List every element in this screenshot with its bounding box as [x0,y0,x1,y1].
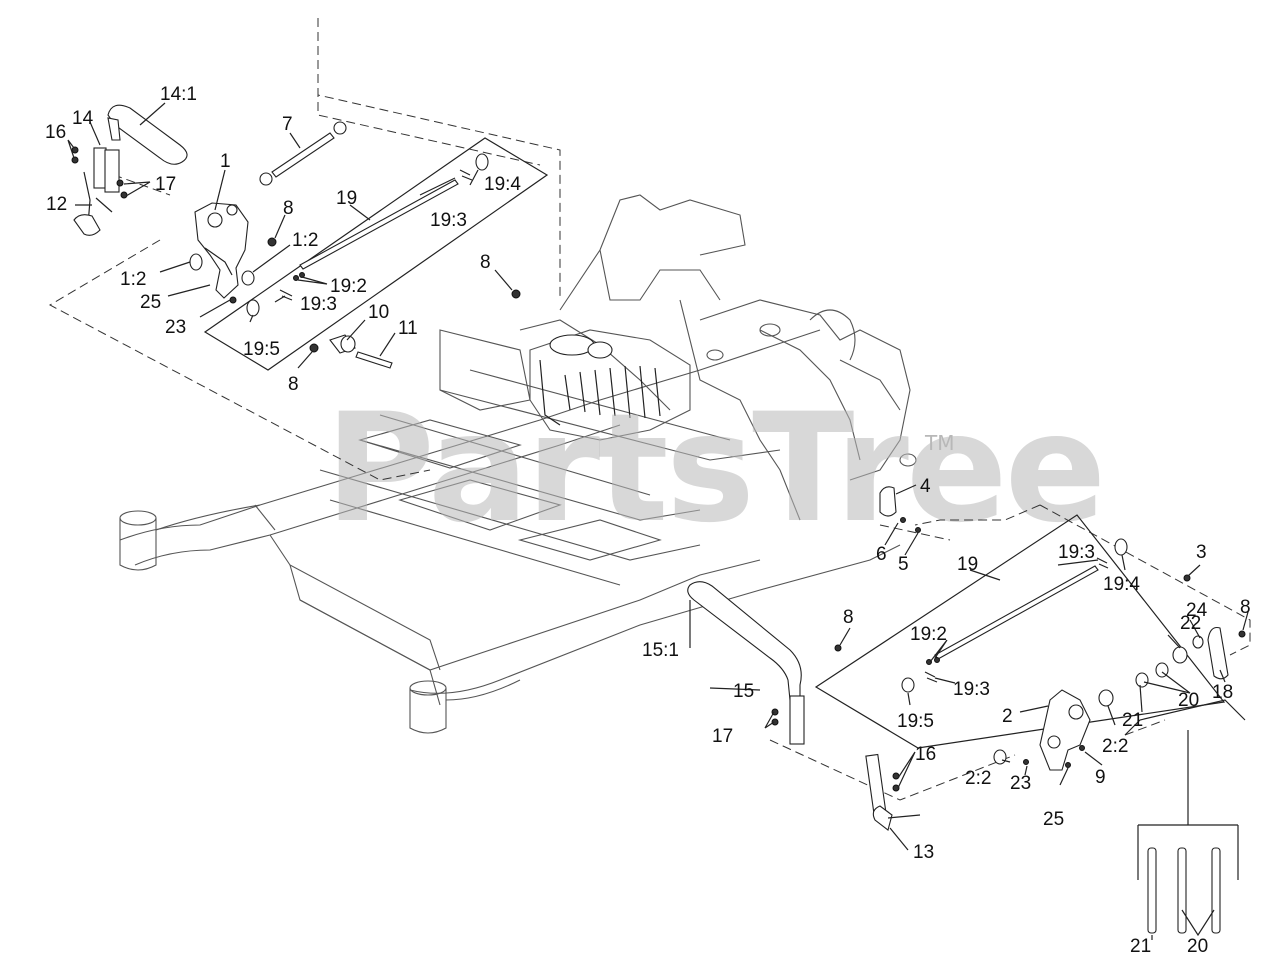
callout-10: 10 [368,302,389,323]
callout-19-upper: 19 [336,188,357,209]
washer-stack [834,626,1246,688]
callout-19-lower: 19 [957,554,978,575]
callout-8-a: 8 [283,198,294,219]
callout-15-1: 15:1 [642,640,679,661]
callout-8-c: 8 [288,374,299,395]
callout-1-2-right: 1:2 [292,230,318,251]
callout-16-lower: 16 [915,744,936,765]
callout-22: 22 [1180,613,1201,634]
callout-9: 9 [1095,767,1106,788]
callout-19-4-upper: 19:4 [484,174,521,195]
callout-25-lower: 25 [1043,809,1064,830]
lever-arm [865,753,921,831]
callout-15: 15 [733,681,754,702]
control-lever-right [687,581,805,745]
callout-14-1: 14:1 [160,84,197,105]
callout-23-lower: 23 [1010,773,1031,794]
callout-8-b: 8 [480,252,491,273]
upper-link-rod [246,153,489,317]
callout-19-5-upper: 19:5 [243,339,280,360]
callout-2: 2 [1002,706,1013,727]
callout-18: 18 [1212,682,1233,703]
callout-23-upper: 23 [165,317,186,338]
callout-11: 11 [398,318,418,339]
callout-19-3-upper-b: 19:3 [300,294,337,315]
callout-13: 13 [913,842,934,863]
assembly-outlines [48,18,1251,801]
callout-5: 5 [898,554,909,575]
callout-21-lower: 21 [1130,936,1151,957]
callout-19-2-upper: 19:2 [330,276,367,297]
watermark: PartsTree TM [325,382,1106,556]
upper-link-kit-box [203,137,549,371]
callout-20-upper: 20 [1178,690,1199,711]
callout-21-upper: 21 [1122,710,1143,731]
callout-20-lower: 20 [1187,936,1208,957]
callout-2-2-left: 2:2 [965,768,991,789]
callout-14: 14 [72,108,94,129]
callout-17-lower: 17 [712,726,733,747]
callout-12: 12 [46,194,67,215]
watermark-text: PartsTree [325,382,1103,556]
control-lever-left [71,104,188,236]
callout-19-3-lower-b: 19:3 [953,679,990,700]
callout-2-2-right: 2:2 [1102,736,1128,757]
damper-rod [259,121,347,186]
callout-19-4-lower: 19:4 [1103,574,1140,595]
callout-6: 6 [876,544,887,565]
callout-1: 1 [220,151,231,172]
leader-lines [67,102,1249,851]
control-plate-left [189,202,277,304]
mower-frame [119,194,917,734]
watermark-trademark: TM [924,431,954,455]
callout-labels: 14:1 14 16 12 17 1 8 1:2 1:2 25 23 7 19 … [45,84,1251,957]
callout-19-3-upper: 19:3 [430,210,467,231]
callout-7: 7 [282,114,293,135]
callout-8-d: 8 [843,607,854,628]
callout-8-e: 8 [1240,597,1251,618]
callout-3: 3 [1196,542,1207,563]
lower-link-kit-box [814,514,1226,749]
lower-link-rod [901,538,1191,693]
detail-box [1124,699,1246,940]
callout-24: 24 [1186,600,1208,621]
callout-4: 4 [920,476,931,497]
callout-17-upper: 17 [155,174,176,195]
pivot-link [879,486,921,533]
spacer-and-bolt [309,289,521,369]
callout-19-2-lower: 19:2 [910,624,947,645]
control-plate-right [993,689,1114,771]
callout-19-3-lower: 19:3 [1058,542,1095,563]
callout-16-upper: 16 [45,122,66,143]
callout-25-upper: 25 [140,292,161,313]
callout-1-2-left: 1:2 [120,269,146,290]
callout-19-5-lower: 19:5 [897,711,934,732]
